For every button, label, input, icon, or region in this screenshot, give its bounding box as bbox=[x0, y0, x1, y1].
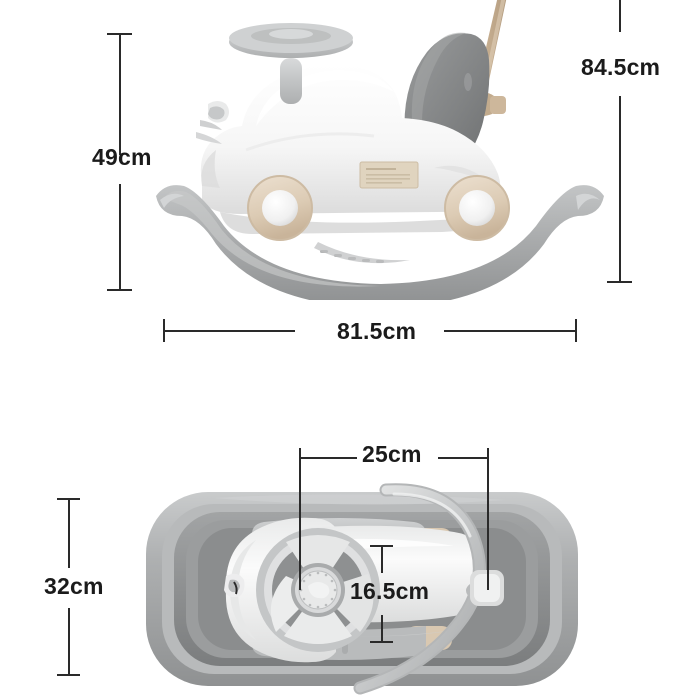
dim-label-81-5cm: 81.5cm bbox=[337, 318, 417, 344]
dim-cap-49cm-bottom bbox=[107, 289, 132, 291]
dim-label-32cm: 32cm bbox=[44, 573, 104, 599]
steering-wheel-side bbox=[229, 23, 353, 104]
rear-knob bbox=[466, 570, 504, 606]
top-view-illustration bbox=[146, 483, 578, 695]
dim-cap-32cm-top bbox=[57, 498, 80, 500]
horn-texture bbox=[299, 571, 337, 609]
dim-line-25cm-left bbox=[299, 457, 357, 459]
dim-cap-84-5cm-bottom bbox=[607, 281, 632, 283]
dim-line-84-5cm-upper bbox=[619, 0, 621, 32]
dim-ext-25cm-left bbox=[299, 448, 301, 590]
dim-ext-25cm-right bbox=[487, 448, 489, 590]
dim-cap-81-5cm-left bbox=[163, 319, 165, 342]
dim-line-81-5cm-right bbox=[444, 330, 576, 332]
dim-line-16-5cm-lower bbox=[381, 615, 383, 643]
front-wheel bbox=[247, 175, 313, 241]
dim-cap-16-5cm-top bbox=[370, 545, 393, 547]
dim-line-16-5cm-upper bbox=[381, 545, 383, 573]
dim-cap-16-5cm-bottom bbox=[370, 641, 393, 643]
dim-cap-32cm-bottom bbox=[57, 674, 80, 676]
dim-line-84-5cm-lower bbox=[619, 96, 621, 282]
dim-line-49cm-lower bbox=[119, 184, 121, 290]
steering-wheel-top bbox=[256, 528, 380, 652]
side-view-illustration bbox=[156, 0, 604, 300]
dim-line-32cm-upper bbox=[68, 498, 70, 568]
dim-line-81-5cm-left bbox=[163, 330, 295, 332]
product-spec-label bbox=[359, 161, 419, 189]
dim-label-49cm: 49cm bbox=[92, 144, 152, 170]
dim-line-25cm-right bbox=[438, 457, 487, 459]
dim-cap-81-5cm-right bbox=[575, 319, 577, 342]
dim-cap-49cm-top bbox=[107, 33, 132, 35]
headlight-detail bbox=[196, 101, 229, 144]
rocker-base bbox=[156, 185, 604, 300]
dim-label-16-5cm: 16.5cm bbox=[350, 578, 430, 604]
dim-line-49cm-upper bbox=[119, 33, 121, 155]
dim-line-32cm-lower bbox=[68, 608, 70, 676]
dim-label-25cm: 25cm bbox=[362, 441, 422, 467]
dim-label-84-5cm: 84.5cm bbox=[581, 54, 661, 80]
rear-wheel bbox=[444, 175, 510, 241]
headlight-top bbox=[224, 573, 245, 598]
